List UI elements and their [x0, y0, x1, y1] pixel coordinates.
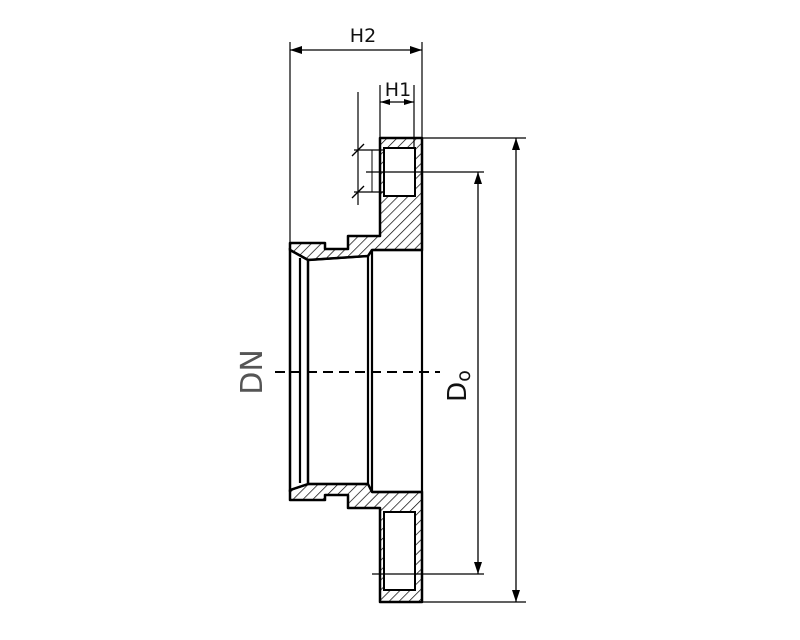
dn-label: DN — [235, 349, 270, 395]
do-label: Do — [443, 370, 475, 402]
dimension-h2: H2 — [289, 25, 423, 243]
h1-label: H1 — [385, 79, 411, 101]
hole-dimension — [351, 92, 484, 205]
lower-bolt-hole — [383, 511, 416, 591]
do-label-main: D — [443, 382, 473, 402]
do-label-sub: o — [453, 370, 475, 382]
h2-label: H2 — [350, 25, 376, 47]
dimension-do: Do — [372, 172, 484, 575]
dimension-outer-diameter — [422, 137, 526, 603]
dimension-h1: H1 — [379, 79, 415, 148]
part-section — [275, 136, 440, 604]
